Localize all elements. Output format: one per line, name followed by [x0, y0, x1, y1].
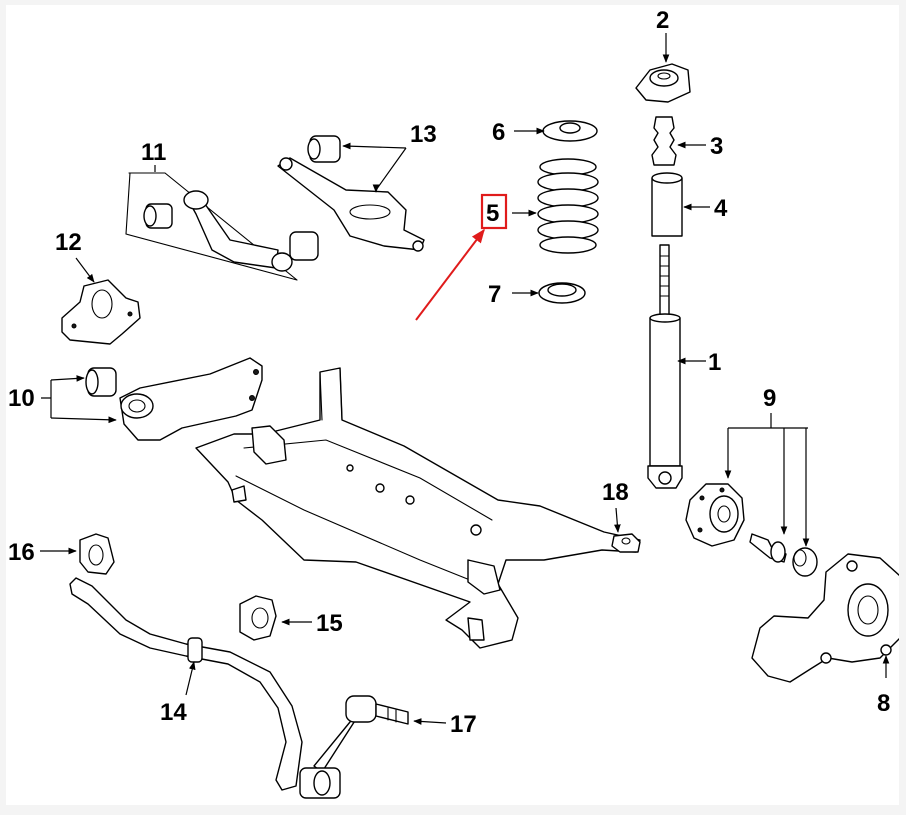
wheel-hub-part[interactable] [685, 483, 745, 547]
dust-boot-part[interactable] [651, 172, 683, 237]
bar-bushing-part[interactable] [239, 595, 277, 641]
callout-14[interactable]: 14 [160, 699, 187, 726]
stabilizer-bar-part[interactable] [69, 577, 303, 791]
knuckle-part[interactable] [751, 553, 901, 683]
callout-1[interactable]: 1 [708, 349, 721, 376]
shock-absorber-part[interactable] [647, 244, 683, 489]
callout-7[interactable]: 7 [488, 281, 501, 308]
callout-16[interactable]: 16 [8, 539, 35, 566]
leader-lines [40, 33, 890, 725]
callout-3[interactable]: 3 [710, 133, 723, 160]
callout-11[interactable]: 11 [141, 139, 166, 166]
rear-subframe[interactable] [195, 367, 641, 649]
upper-spring-seat-part[interactable] [542, 120, 598, 142]
callout-labels: 1 2 3 4 5 6 7 8 9 10 11 12 13 14 15 16 1… [8, 7, 890, 738]
callout-15[interactable]: 15 [316, 610, 343, 637]
callout-12[interactable]: 12 [55, 229, 82, 256]
callout-18[interactable]: 18 [602, 479, 629, 506]
stabilizer-link-part[interactable] [299, 695, 409, 799]
hub-bolt-part[interactable] [749, 533, 787, 563]
lower-spring-seat-part[interactable] [538, 282, 586, 304]
callout-17[interactable]: 17 [450, 711, 477, 738]
hub-cap-part[interactable] [792, 547, 818, 577]
upper-control-arm-part[interactable] [125, 172, 319, 281]
callout-4[interactable]: 4 [714, 195, 728, 222]
mounting-bracket-part[interactable] [61, 279, 141, 345]
highlight-indicator [415, 193, 508, 321]
callout-2[interactable]: 2 [656, 7, 669, 34]
bump-stop-part[interactable] [651, 116, 677, 166]
callout-9[interactable]: 9 [763, 385, 776, 412]
subframe-nut-part[interactable] [611, 533, 641, 553]
suspension-diagram: 1 2 3 4 5 6 7 8 9 10 11 12 13 14 15 16 1… [8, 7, 901, 799]
diagram-canvas: 1 2 3 4 5 6 7 8 9 10 11 12 13 14 15 16 1… [6, 5, 901, 805]
callout-5[interactable]: 5 [486, 200, 499, 227]
stabilizer-bushing-part[interactable] [79, 533, 115, 575]
coil-spring-part[interactable] [537, 158, 599, 254]
strut-mount-part[interactable] [635, 63, 691, 103]
callout-10[interactable]: 10 [8, 385, 35, 412]
callout-8[interactable]: 8 [877, 690, 890, 717]
trailing-arm-part[interactable] [85, 357, 263, 441]
lower-control-arm-part[interactable] [277, 135, 425, 252]
callout-13[interactable]: 13 [410, 121, 437, 148]
callout-6[interactable]: 6 [492, 119, 505, 146]
